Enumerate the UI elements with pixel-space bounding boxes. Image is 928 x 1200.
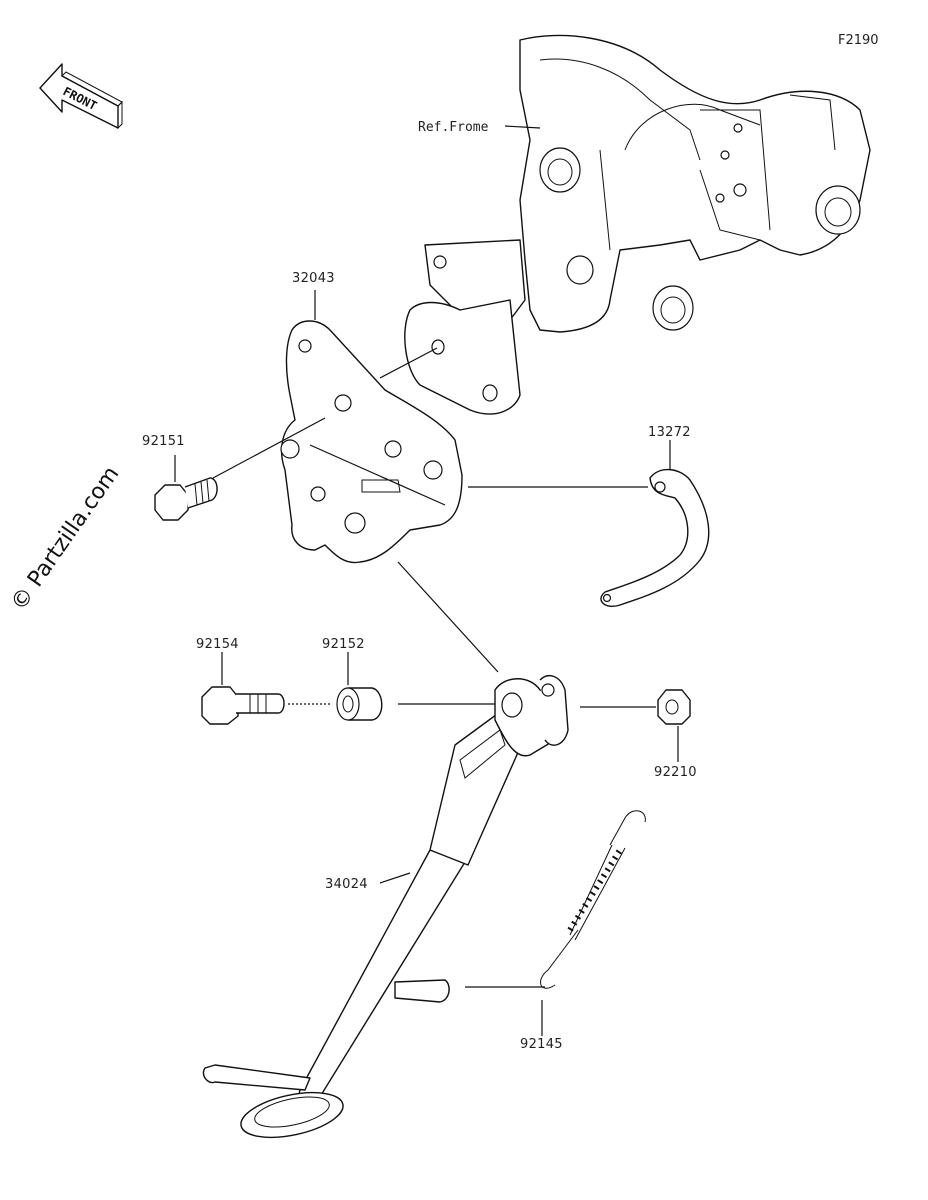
bolt-92154-drawing xyxy=(201,686,285,725)
side-stand-34024-drawing xyxy=(202,674,569,1139)
front-arrow-icon: FRONT xyxy=(39,63,123,130)
part-label-13272: 13272 xyxy=(648,425,691,440)
watermark: © Partzilla.com xyxy=(6,462,124,615)
frame-drawing xyxy=(404,34,871,415)
bolt-92151-drawing xyxy=(154,477,218,521)
part-label-92210: 92210 xyxy=(654,765,697,780)
part-label-92145: 92145 xyxy=(520,1037,563,1052)
bracket-32043-drawing xyxy=(280,320,463,564)
diagram-code: F2190 xyxy=(838,33,879,48)
part-label-34024: 34024 xyxy=(325,877,368,892)
part-label-92152: 92152 xyxy=(322,637,365,652)
collar-92152-drawing xyxy=(336,687,383,721)
part-label-32043: 32043 xyxy=(292,271,335,286)
plate-13272-drawing xyxy=(600,468,710,607)
part-label-92154: 92154 xyxy=(196,637,239,652)
nut-92210-drawing xyxy=(657,689,691,725)
reference-label: Ref.Frome xyxy=(418,120,489,135)
part-label-92151: 92151 xyxy=(142,434,185,449)
spring-92145-drawing xyxy=(540,810,646,989)
